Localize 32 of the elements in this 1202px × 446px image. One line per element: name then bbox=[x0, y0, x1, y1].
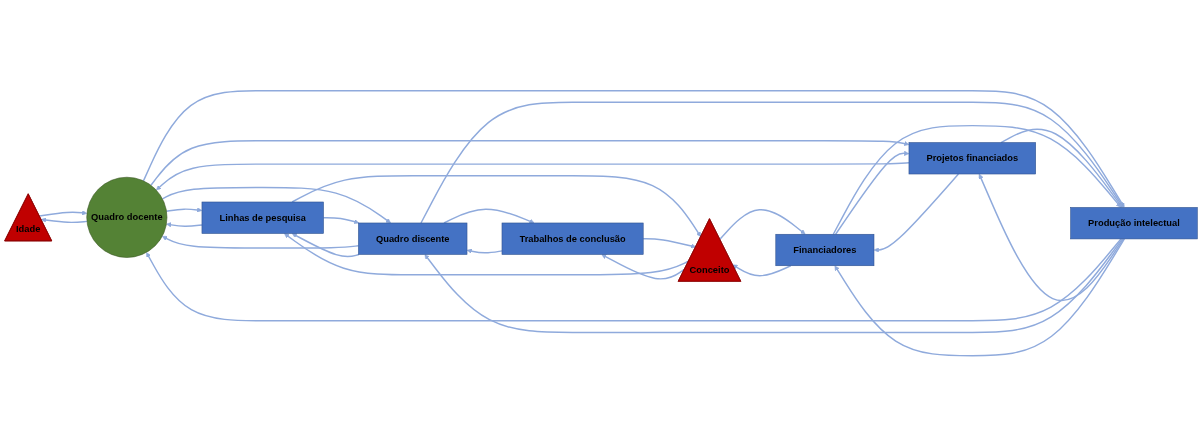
arrow bbox=[424, 238, 1124, 333]
arrow bbox=[291, 233, 360, 258]
arrow bbox=[291, 174, 702, 237]
arrow bbox=[834, 150, 910, 235]
arrow bbox=[732, 264, 792, 277]
node-box: Quadro discente bbox=[358, 222, 468, 255]
arrow bbox=[873, 173, 960, 253]
arrow bbox=[719, 208, 806, 240]
arrow bbox=[420, 101, 1124, 224]
arrow bbox=[40, 217, 88, 223]
arrow bbox=[162, 235, 360, 249]
arrow bbox=[642, 237, 696, 249]
arrow bbox=[832, 124, 1122, 235]
arrow bbox=[156, 161, 910, 191]
node-box: Produção intelectual bbox=[1070, 206, 1198, 240]
node-circle: Quadro docente bbox=[86, 176, 168, 258]
node-box: Projetos financiados bbox=[908, 142, 1036, 175]
arrow bbox=[834, 238, 1126, 357]
arrow bbox=[978, 173, 1125, 301]
arrow bbox=[161, 186, 391, 223]
node-box: Financiadores bbox=[775, 233, 875, 266]
arrow bbox=[443, 208, 535, 224]
arrow bbox=[38, 210, 88, 217]
node-box: Trabalhos de conclusão bbox=[501, 222, 644, 255]
arrow bbox=[146, 238, 1122, 322]
arrow bbox=[142, 89, 1125, 208]
arrow bbox=[466, 248, 503, 254]
arrow bbox=[150, 139, 910, 186]
arrow bbox=[166, 222, 203, 228]
node-box: Linhas de pesquisa bbox=[201, 201, 324, 234]
arrow bbox=[322, 216, 360, 224]
arrow bbox=[165, 207, 203, 213]
